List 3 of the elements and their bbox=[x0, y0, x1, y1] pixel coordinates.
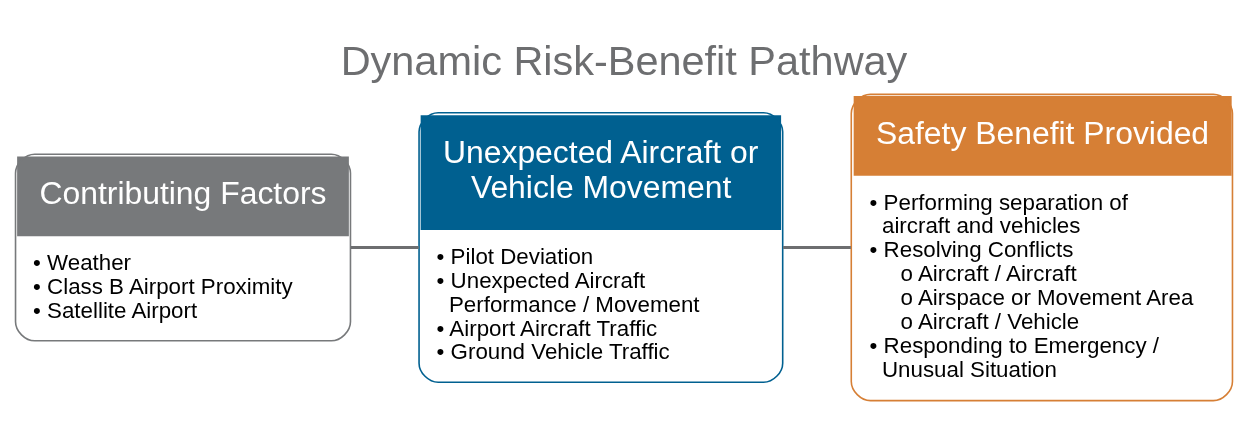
connector bbox=[350, 245, 419, 249]
diagram-title: Dynamic Risk-Benefit Pathway bbox=[340, 36, 908, 84]
connector bbox=[783, 245, 851, 249]
